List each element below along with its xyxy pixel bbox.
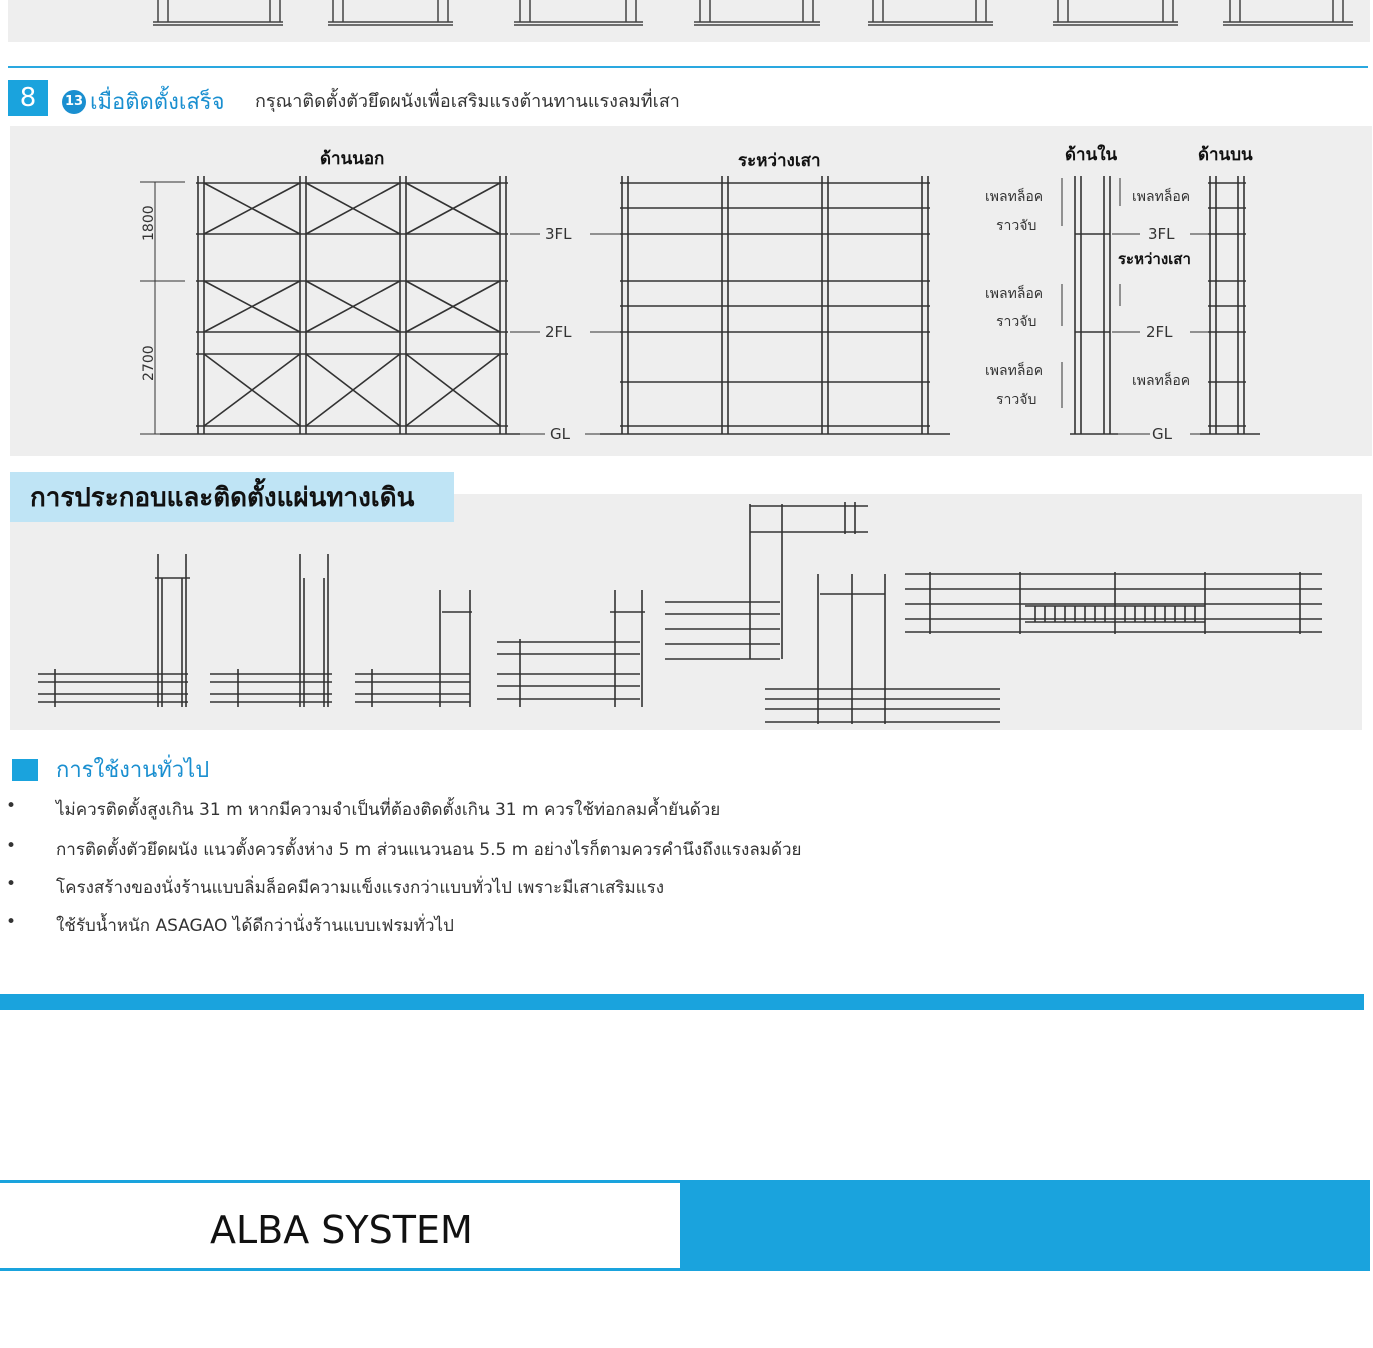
handrail-label-3: ราวจับ: [996, 392, 1036, 408]
step-substep-badge: 13: [62, 89, 86, 114]
top-drawing-panel: [8, 0, 1370, 42]
dim-upper-label: 1800: [141, 205, 157, 241]
scaffold-diagram: ด้านนอก ระหว่างเสา ด้านใน ด้านบน 1800 27…: [140, 144, 1260, 443]
alba-bottom-line: [0, 1268, 1370, 1271]
bullet-dot: •: [6, 836, 17, 856]
step-title: 13 เมื่อติดตั้งเสร็จ: [62, 84, 225, 119]
list-item-text: โครงสร้างของนั่งร้านแบบลิ่มล็อคมีความแข็…: [56, 878, 665, 898]
step-title-text: เมื่อติดตั้งเสร็จ: [90, 90, 225, 115]
level-gl-label-right: GL: [1152, 425, 1173, 443]
handrail-label-1: ราวจับ: [996, 218, 1036, 234]
section-divider: [8, 66, 1368, 68]
scaffold-diagram-panel: ด้านนอก ระหว่างเสา ด้านใน ด้านบน 1800 27…: [10, 126, 1372, 456]
step-number-badge: 8: [8, 80, 48, 116]
square-bullet-icon: [12, 758, 38, 781]
view-between-label: ระหว่างเสา: [738, 151, 821, 171]
view-outside-label: ด้านนอก: [320, 149, 384, 169]
list-item-text: ใช้รับน้ำหนัก ASAGAO ได้ดีกว่านั่งร้านแบ…: [56, 916, 454, 936]
list-item-text: ไม่ควรติดตั้งสูงเกิน 31 m หากมีความจำเป็…: [56, 800, 721, 820]
section-separator-bar: [0, 994, 1364, 1010]
level-2fl-label: 2FL: [545, 323, 572, 341]
between-post-label: ระหว่างเสา: [1118, 250, 1191, 268]
bullet-dot: •: [6, 796, 17, 816]
view-inside-label: ด้านใน: [1065, 144, 1118, 165]
alba-title-box: [0, 1181, 680, 1269]
general-usage-title: การใช้งานทั่วไป: [56, 758, 210, 783]
plate-lock-label-1: เพลทล็อค: [985, 187, 1043, 205]
level-gl-label: GL: [550, 425, 571, 443]
alba-top-line: [0, 1180, 680, 1183]
walkway-diagram-panel: [10, 494, 1362, 730]
bullet-dot: •: [6, 874, 17, 894]
general-usage-heading: การใช้งานทั่วไป: [12, 752, 209, 787]
handrail-label-2: ราวจับ: [996, 314, 1036, 330]
plate-lock-label-4: เพลทล็อค: [1132, 187, 1190, 205]
step-description: กรุณาติดตั้งตัวยึดผนังเพื่อเสริมแรงต้านท…: [255, 91, 680, 112]
level-3fl-label: 3FL: [545, 225, 572, 243]
view-top-label: ด้านบน: [1198, 145, 1253, 165]
plate-lock-label-2: เพลทล็อค: [985, 284, 1043, 302]
list-item-text: การติดตั้งตัวยึดผนัง แนวตั้งควรตั้งห่าง …: [56, 840, 802, 860]
plate-lock-label-5: เพลทล็อค: [1132, 371, 1190, 389]
level-2fl-label-right: 2FL: [1146, 323, 1173, 341]
walkway-heading: การประกอบและติดตั้งแผ่นทางเดิน: [10, 472, 454, 522]
walkway-diagram: [38, 502, 1322, 724]
level-3fl-label-right: 3FL: [1148, 225, 1175, 243]
bullet-dot: •: [6, 912, 17, 932]
dim-lower-label: 2700: [141, 345, 157, 381]
plate-lock-label-3: เพลทล็อค: [985, 361, 1043, 379]
top-scaffold-bases: [153, 0, 1353, 26]
alba-system-title: ALBA SYSTEM: [210, 1208, 473, 1252]
